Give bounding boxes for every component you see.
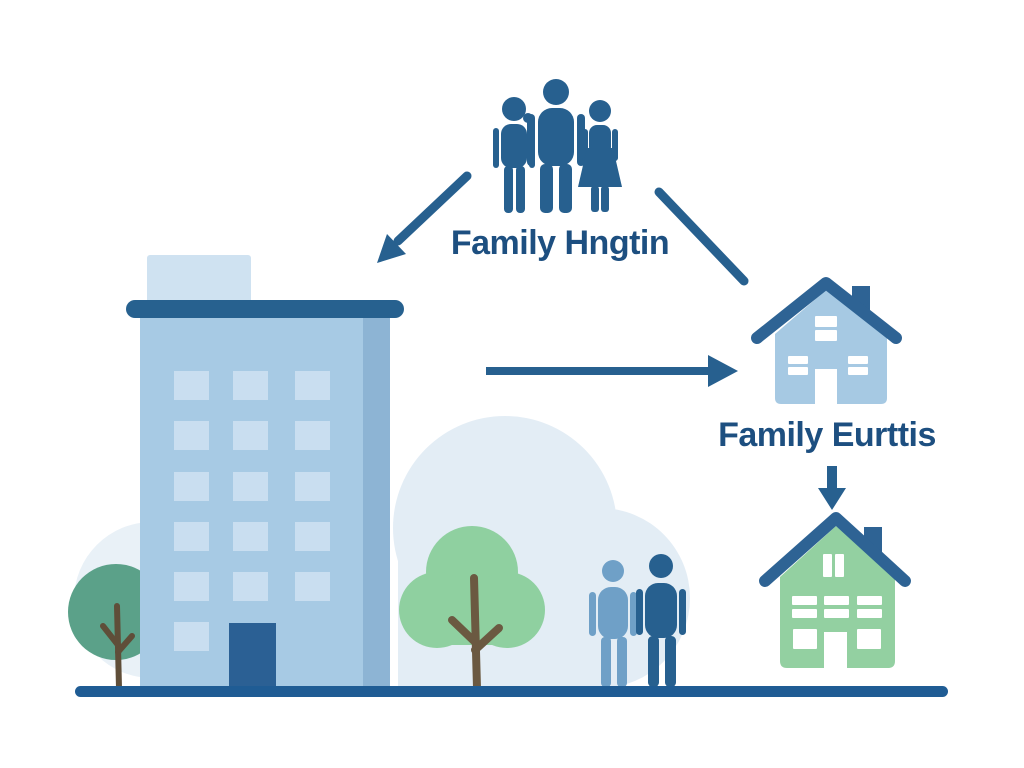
family-woman-figure (578, 100, 622, 212)
apartment-building-icon (126, 255, 404, 688)
house-icon (751, 277, 902, 404)
line-down-right-icon (654, 187, 749, 286)
green-house-windows (792, 554, 882, 649)
person-light-icon (589, 560, 637, 687)
building-windows (174, 371, 330, 651)
family-right-label: Family Eurttis (718, 416, 936, 454)
building-door (229, 623, 276, 688)
building-roof-box (147, 255, 251, 303)
house-door (815, 369, 837, 404)
family-top-label: Family Hngtin (450, 224, 670, 262)
large-tree-icon (399, 526, 545, 692)
arrow-down-icon (818, 466, 846, 510)
ground-line (75, 686, 948, 697)
person-dark-icon (636, 554, 686, 687)
building-side-shade (363, 318, 390, 688)
house-windows (788, 316, 868, 375)
house-body (775, 290, 887, 404)
family-icon (493, 79, 622, 213)
house-roof (751, 277, 902, 344)
green-house-roof (759, 512, 911, 587)
green-house-icon (759, 512, 911, 668)
green-house-door (824, 632, 847, 668)
arrow-down-left-icon (377, 171, 472, 263)
family-man-figure (527, 79, 585, 213)
building-roof-cap (126, 300, 404, 318)
arrow-right-icon (486, 355, 738, 387)
